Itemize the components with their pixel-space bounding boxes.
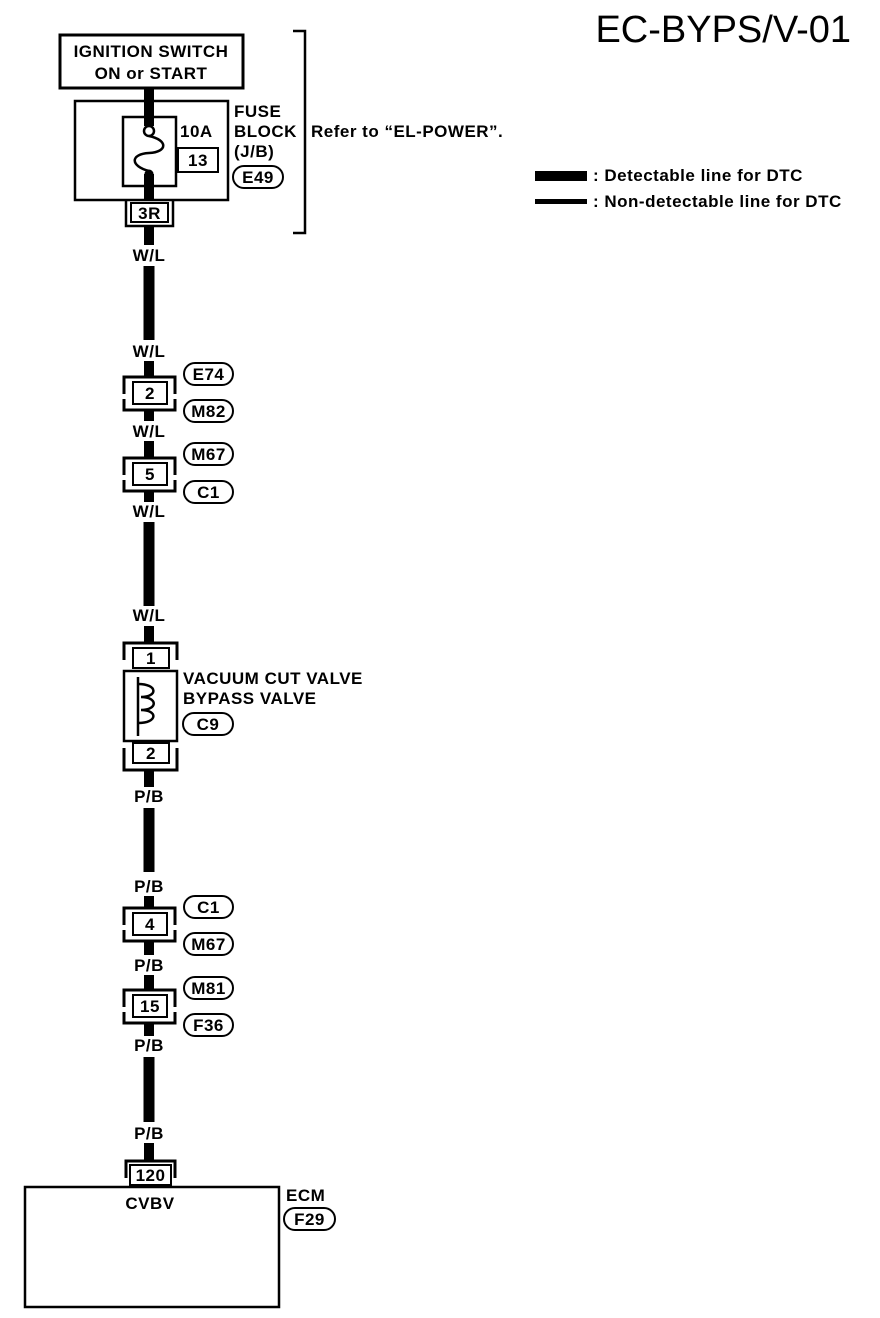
terminal-box bbox=[132, 912, 168, 936]
terminal-number: 2 bbox=[145, 384, 155, 403]
ignition-switch: IGNITION SWITCH ON or START bbox=[58, 33, 245, 90]
terminal-number: 4 bbox=[145, 915, 155, 934]
reference-note: Refer to “EL-POWER”. bbox=[311, 122, 503, 141]
terminal-number: 2 bbox=[146, 744, 156, 763]
connector-id-pill bbox=[183, 1013, 234, 1037]
wire-color-label: W/L bbox=[133, 422, 166, 441]
ecm: 120 CVBV ECM F29 bbox=[23, 1159, 336, 1309]
terminal-number: 120 bbox=[136, 1166, 166, 1185]
component-name: VACUUM CUT VALVE bbox=[183, 669, 363, 688]
connector-id: C1 bbox=[197, 898, 220, 917]
connector-junction: 5 M67 C1 bbox=[122, 442, 234, 504]
connector-id: E74 bbox=[193, 365, 225, 384]
connector-id-pill bbox=[283, 1207, 336, 1231]
connector-id: M81 bbox=[191, 979, 226, 998]
terminal-box bbox=[129, 1164, 172, 1186]
ecm-box bbox=[23, 1185, 281, 1309]
reference-bracket bbox=[293, 29, 307, 235]
wire-color-label: P/B bbox=[134, 1036, 164, 1055]
connector-bracket bbox=[122, 375, 177, 394]
wire-color-label: W/L bbox=[133, 606, 166, 625]
page-title: EC-BYPS/V-01 bbox=[595, 9, 851, 51]
connector-junction: 2 E74 M82 bbox=[122, 362, 234, 423]
wire-color-label: W/L bbox=[133, 246, 166, 265]
connector-id: F29 bbox=[294, 1210, 325, 1229]
connector-bracket bbox=[122, 641, 179, 660]
connector-bracket bbox=[124, 1159, 177, 1178]
valve-body bbox=[122, 669, 179, 743]
legend-non-detectable-line-sample bbox=[535, 199, 587, 204]
connector-id-pill bbox=[183, 399, 234, 423]
terminal-box bbox=[132, 647, 170, 669]
connector-id: M67 bbox=[191, 445, 226, 464]
wire-color-label: P/B bbox=[134, 787, 164, 806]
ecm-label: ECM bbox=[286, 1186, 325, 1205]
legend: : Detectable line for DTC : Non-detectab… bbox=[535, 166, 842, 211]
fuse-number: 13 bbox=[188, 151, 208, 170]
terminal-box bbox=[132, 462, 168, 486]
connector-id-pill bbox=[183, 976, 234, 1000]
vacuum-cut-valve-bypass-valve: 1 2 VACUUM CUT VALVE BYPASS VALVE C9 bbox=[122, 641, 363, 772]
wire-color-label: P/B bbox=[134, 956, 164, 975]
fuse-block-label: FUSE bbox=[234, 102, 281, 121]
fuse-terminal-open bbox=[142, 124, 156, 138]
connector-id: F36 bbox=[193, 1016, 224, 1035]
fuse-block-label: BLOCK bbox=[234, 122, 297, 141]
connector-id-pill bbox=[183, 362, 234, 386]
connector-id-pill bbox=[183, 895, 234, 919]
terminal-box bbox=[130, 202, 169, 223]
legend-non-detectable-label: : Non-detectable line for DTC bbox=[593, 192, 842, 211]
connector-id-pill bbox=[183, 480, 234, 504]
terminal-number: 15 bbox=[140, 997, 160, 1016]
wire-color-label: P/B bbox=[134, 877, 164, 896]
terminal-box bbox=[132, 381, 168, 405]
connector-bracket bbox=[122, 906, 177, 925]
terminal-box bbox=[132, 742, 170, 764]
connector-id: M82 bbox=[191, 402, 226, 421]
legend-detectable-label: : Detectable line for DTC bbox=[593, 166, 803, 185]
terminal-box bbox=[132, 994, 168, 1018]
connector-id: C1 bbox=[197, 483, 220, 502]
solenoid-coil-icon bbox=[137, 682, 155, 725]
connector-bracket bbox=[122, 456, 177, 475]
fuse-icon bbox=[133, 134, 165, 173]
connector-id-pill bbox=[182, 712, 234, 736]
connector-id-pill bbox=[232, 165, 284, 189]
fuse-block-label: (J/B) bbox=[234, 142, 274, 161]
wire-color-label: P/B bbox=[134, 1124, 164, 1143]
connector-id: M67 bbox=[191, 935, 226, 954]
ignition-switch-box bbox=[58, 33, 245, 90]
wire-color-label: W/L bbox=[133, 342, 166, 361]
ecm-pin-name: CVBV bbox=[125, 1194, 174, 1213]
terminal-number: 1 bbox=[146, 649, 156, 668]
connector-id-pill bbox=[183, 932, 234, 956]
fuse-rating: 10A bbox=[180, 122, 213, 141]
connector-id: C9 bbox=[197, 715, 220, 734]
ignition-switch-label: IGNITION SWITCH bbox=[74, 42, 229, 61]
connector-id: E49 bbox=[242, 168, 274, 187]
terminal-number: 3R bbox=[138, 204, 161, 223]
connector-junction: 4 C1 M67 bbox=[122, 895, 234, 956]
connector-id-pill bbox=[183, 442, 234, 466]
component-name: BYPASS VALVE bbox=[183, 689, 317, 708]
fuse-block: 10A 13 FUSE BLOCK (J/B) E49 3R bbox=[73, 88, 297, 228]
connector-bracket bbox=[122, 988, 177, 1007]
connector-junction: 15 M81 F36 bbox=[122, 976, 234, 1037]
ignition-switch-state: ON or START bbox=[95, 64, 208, 83]
legend-detectable-line-sample bbox=[535, 171, 587, 181]
fuse-number-box bbox=[177, 147, 219, 173]
wire-color-label: W/L bbox=[133, 502, 166, 521]
terminal-number: 5 bbox=[145, 465, 155, 484]
